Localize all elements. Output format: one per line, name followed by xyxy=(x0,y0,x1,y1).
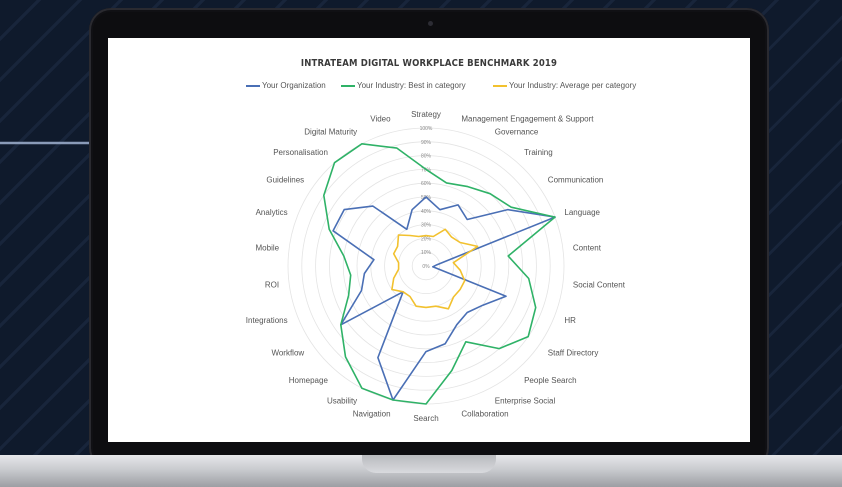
grid-ring xyxy=(370,210,482,322)
category-label: People Search xyxy=(524,376,576,385)
category-label: HR xyxy=(564,316,576,325)
category-label: Language xyxy=(564,208,600,217)
chart-title: INTRATEAM DIGITAL WORKPLACE BENCHMARK 20… xyxy=(300,58,558,69)
category-label: Mobile xyxy=(256,244,280,253)
tick-label: 30% xyxy=(421,223,432,229)
category-label: Search xyxy=(413,414,438,423)
category-label: Guidelines xyxy=(266,176,304,185)
tick-label: 0% xyxy=(422,264,430,270)
legend-swatch xyxy=(341,84,355,87)
series-line xyxy=(332,196,556,401)
category-label: Social Content xyxy=(573,280,626,289)
category-label: Integrations xyxy=(246,316,288,325)
category-label: Enterprise Social xyxy=(495,397,556,406)
radar-chart: 0%10%20%30%40%50%60%70%80%90%100%Strateg… xyxy=(246,110,626,423)
category-label: Content xyxy=(573,244,602,253)
category-label: Collaboration xyxy=(461,410,508,419)
laptop-screen: 0%10%20%30%40%50%60%70%80%90%100%Strateg… xyxy=(108,38,750,442)
tick-label: 10% xyxy=(421,250,432,256)
tick-label: 40% xyxy=(421,209,432,215)
legend-item: Your Industry: Average per category xyxy=(493,81,636,90)
legend-label: Your Industry: Best in category xyxy=(357,81,466,90)
tick-label: 80% xyxy=(421,154,432,160)
legend-item: Your Organization xyxy=(246,81,326,90)
legend-label: Your Organization xyxy=(262,81,326,90)
category-label: Workflow xyxy=(271,348,304,357)
series-line xyxy=(391,228,479,310)
laptop-notch xyxy=(362,455,496,473)
category-label: Communication xyxy=(548,176,604,185)
category-label: Staff Directory xyxy=(548,348,599,357)
grid-ring xyxy=(315,155,537,377)
category-label: Personalisation xyxy=(273,148,328,157)
grid-ring xyxy=(411,251,441,281)
category-label: Digital Maturity xyxy=(304,127,357,136)
category-label: Governance xyxy=(495,127,539,136)
category-label: Strategy xyxy=(411,110,441,119)
legend-swatch xyxy=(246,84,260,87)
tick-label: 100% xyxy=(420,126,433,132)
category-label: Homepage xyxy=(289,376,329,385)
legend-label: Your Industry: Average per category xyxy=(509,81,637,90)
category-label: Analytics xyxy=(256,208,288,217)
camera xyxy=(428,21,433,26)
tick-label: 90% xyxy=(421,140,432,146)
category-label: Usability xyxy=(327,397,357,406)
category-label: Training xyxy=(524,148,553,157)
grid-ring xyxy=(301,141,551,391)
category-label: ROI xyxy=(265,280,279,289)
category-label: Video xyxy=(370,114,391,123)
series-line xyxy=(323,143,556,405)
category-label: Management Engagement & Support xyxy=(461,114,594,123)
tick-label: 20% xyxy=(421,236,432,242)
category-label: Navigation xyxy=(353,410,391,419)
legend-swatch xyxy=(493,84,507,87)
legend-item: Your Industry: Best in category xyxy=(341,81,466,90)
grid-ring xyxy=(342,182,510,350)
tick-label: 60% xyxy=(421,181,432,187)
